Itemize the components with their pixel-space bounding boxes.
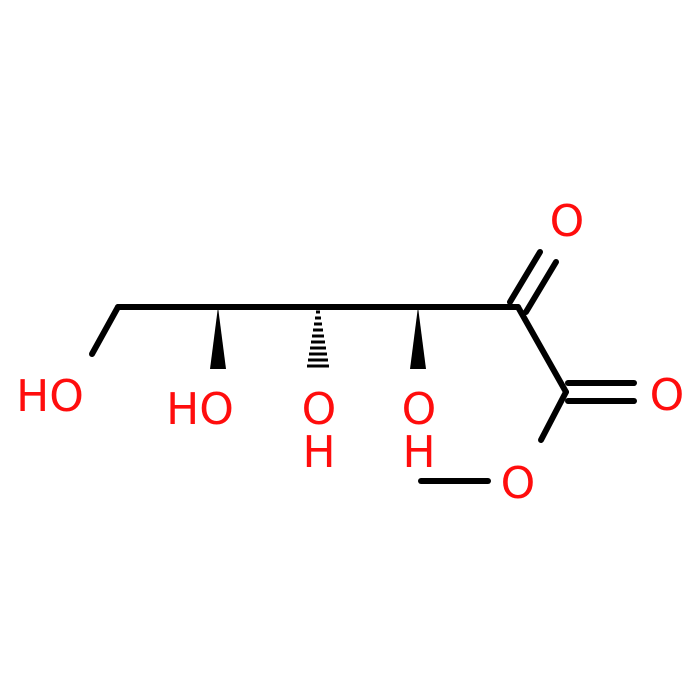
- bond-oh-c6: [89, 304, 121, 357]
- wedge-bond-c5: [210, 307, 226, 369]
- label-h-c4: H: [302, 427, 335, 478]
- bond-c2-o-ketone-b: [523, 259, 559, 315]
- label-o-acid-double: O: [650, 370, 685, 421]
- label-ho-c5: HO: [166, 384, 234, 435]
- hash-bond-c4: [307, 310, 329, 368]
- label-o-ketone: O: [550, 196, 585, 247]
- bond-c1-o-single: [538, 389, 569, 443]
- label-o-c4: O: [302, 384, 337, 435]
- label-o-c3: O: [402, 384, 437, 435]
- bond-c2-o-ketone-a: [507, 249, 543, 305]
- label-o-acid-single: O: [501, 458, 536, 509]
- label-h-c3: H: [402, 427, 435, 478]
- label-ho-terminal: HO: [16, 371, 84, 422]
- bond-c2-c1: [515, 304, 569, 395]
- wedge-bond-c3: [410, 307, 426, 369]
